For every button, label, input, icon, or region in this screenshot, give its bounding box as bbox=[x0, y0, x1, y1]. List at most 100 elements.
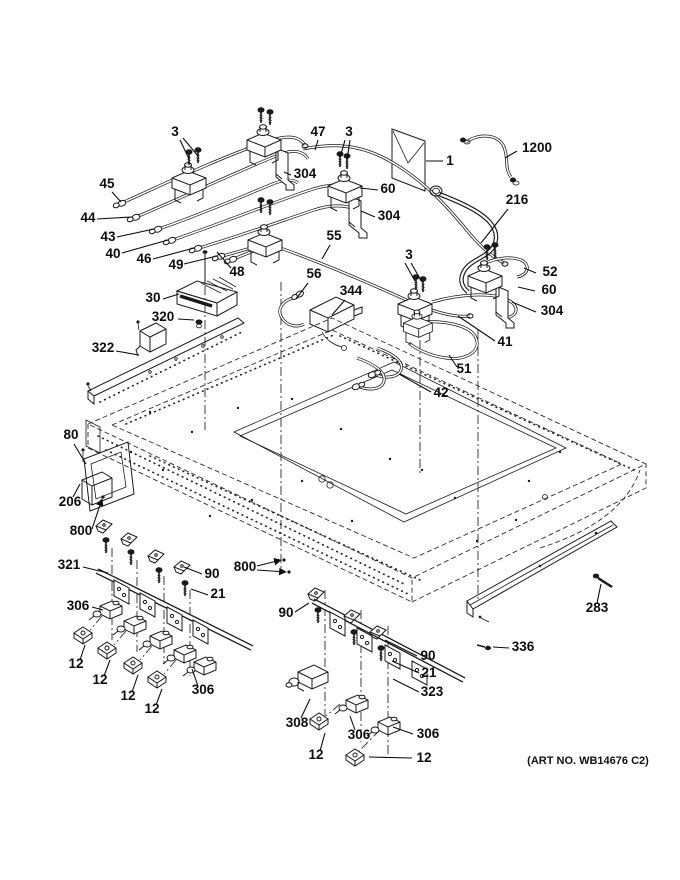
leader-line-44 bbox=[96, 216, 133, 220]
leader-line-30 bbox=[162, 293, 180, 300]
part-callout-306: 306 bbox=[348, 727, 371, 742]
part-callout-12: 12 bbox=[68, 656, 83, 671]
leader-line-308 bbox=[300, 698, 311, 719]
part-callout-41: 41 bbox=[497, 334, 513, 349]
leader-line-3 bbox=[179, 139, 190, 160]
part-callout-42: 42 bbox=[433, 385, 448, 400]
leader-line-323 bbox=[392, 678, 420, 693]
leader-line-800 bbox=[256, 567, 287, 576]
leader-line-306 bbox=[392, 726, 414, 735]
part-callout-56: 56 bbox=[306, 266, 322, 281]
part-callout-800: 800 bbox=[70, 523, 93, 538]
leader-line-283 bbox=[596, 583, 602, 604]
part-callout-321: 321 bbox=[58, 557, 81, 572]
leader-line-55 bbox=[321, 244, 331, 260]
leader-line-52 bbox=[523, 267, 537, 274]
burner-box-frame bbox=[85, 317, 648, 603]
leader-line-60 bbox=[517, 286, 536, 292]
part-callout-30: 30 bbox=[145, 290, 160, 305]
leader-line-320 bbox=[177, 318, 195, 321]
frame-rivets bbox=[129, 397, 562, 574]
part-callout-216: 216 bbox=[506, 192, 529, 207]
part-callout-323: 323 bbox=[421, 684, 444, 699]
pressure-regulator-344 bbox=[278, 289, 363, 351]
leader-line-304 bbox=[360, 210, 376, 218]
leader-line-344 bbox=[331, 299, 346, 316]
leader-line-12 bbox=[155, 688, 163, 706]
leader-line-48 bbox=[216, 251, 232, 269]
part-callout-60: 60 bbox=[541, 282, 556, 297]
leader-line-3 bbox=[410, 262, 423, 283]
screw-283 bbox=[592, 573, 613, 589]
part-callout-90: 90 bbox=[204, 566, 219, 581]
leader-line-21 bbox=[190, 588, 209, 596]
part-callout-800: 800 bbox=[234, 559, 257, 574]
leader-line-90 bbox=[384, 639, 418, 657]
leader-line-12 bbox=[368, 756, 413, 759]
leader-line-41 bbox=[457, 315, 496, 342]
part-callout-12: 12 bbox=[92, 672, 107, 687]
leader-line-304 bbox=[511, 301, 537, 313]
ignition-wire-1200 bbox=[460, 134, 520, 186]
part-callout-80: 80 bbox=[63, 427, 78, 442]
part-callout-45: 45 bbox=[99, 176, 115, 191]
part-callout-12: 12 bbox=[120, 688, 135, 703]
leader-line-800 bbox=[256, 557, 282, 567]
part-callout-206: 206 bbox=[59, 494, 82, 509]
leader-line-304 bbox=[283, 171, 292, 176]
leader-line-42 bbox=[398, 373, 432, 393]
leader-line-3 bbox=[182, 137, 199, 157]
leader-line-40 bbox=[121, 239, 169, 254]
leader-line-12 bbox=[319, 732, 326, 752]
leader-line-306 bbox=[349, 715, 356, 731]
leader-line-3 bbox=[404, 262, 416, 282]
spark-module-30 bbox=[175, 250, 239, 317]
leader-line-56 bbox=[295, 282, 309, 300]
screw-336 bbox=[476, 644, 491, 651]
leader-line-3 bbox=[339, 139, 346, 159]
leader-line-12 bbox=[79, 644, 86, 661]
leader-line-46 bbox=[152, 247, 195, 260]
part-callout-1: 1 bbox=[446, 153, 454, 168]
part-callout-304: 304 bbox=[541, 303, 564, 318]
leader-line-49 bbox=[183, 255, 218, 265]
trim-strip bbox=[466, 520, 618, 623]
leader-line-800 bbox=[91, 498, 104, 530]
leader-line-216 bbox=[480, 208, 509, 244]
part-callout-55: 55 bbox=[326, 228, 342, 243]
part-callout-90: 90 bbox=[278, 605, 293, 620]
part-callout-344: 344 bbox=[340, 283, 363, 298]
part-callout-306: 306 bbox=[67, 598, 90, 613]
part-callout-44: 44 bbox=[80, 210, 96, 225]
leader-line-21 bbox=[391, 660, 420, 674]
manifold-323 bbox=[285, 587, 466, 767]
bracket-322 bbox=[135, 320, 167, 357]
part-callout-21: 21 bbox=[421, 665, 437, 680]
part-callout-21: 21 bbox=[210, 586, 226, 601]
leader-line-206 bbox=[72, 483, 81, 498]
gas-tubes bbox=[118, 135, 529, 391]
part-callout-46: 46 bbox=[136, 251, 152, 266]
leader-line-306 bbox=[91, 606, 104, 611]
control-bracket-80 bbox=[81, 441, 135, 512]
part-callout-3: 3 bbox=[345, 124, 353, 139]
leader-line-90 bbox=[183, 566, 203, 575]
part-callout-12: 12 bbox=[416, 750, 431, 765]
part-callout-336: 336 bbox=[512, 639, 535, 654]
leader-line-322 bbox=[115, 350, 140, 356]
part-callout-306: 306 bbox=[192, 682, 215, 697]
leader-line-60 bbox=[359, 187, 379, 191]
leader-line-51 bbox=[448, 354, 458, 368]
part-callout-47: 47 bbox=[310, 124, 325, 139]
part-callout-12: 12 bbox=[144, 701, 159, 716]
part-callout-52: 52 bbox=[542, 264, 557, 279]
part-callout-283: 283 bbox=[586, 600, 609, 615]
part-callout-51: 51 bbox=[456, 361, 472, 376]
part-callout-304: 304 bbox=[294, 166, 317, 181]
leader-line-1200 bbox=[504, 150, 518, 159]
part-callout-1200: 1200 bbox=[522, 140, 552, 155]
leader-line-47 bbox=[314, 139, 319, 151]
leader-line-45 bbox=[111, 191, 122, 203]
